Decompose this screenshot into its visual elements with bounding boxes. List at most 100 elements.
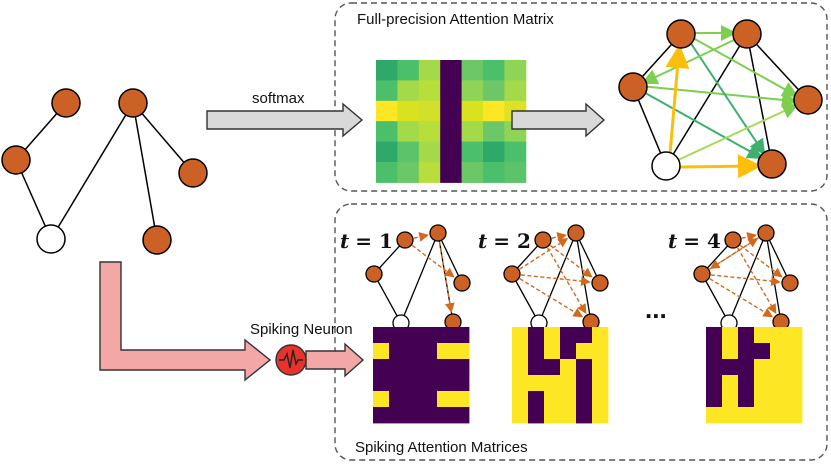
spike-cell	[722, 343, 739, 360]
spike-cell	[576, 359, 593, 376]
spike-cell	[544, 407, 561, 424]
heatmap-cell	[504, 60, 527, 81]
spike-cell	[560, 391, 577, 408]
graph-node	[534, 231, 552, 249]
heatmap-cell	[461, 141, 484, 163]
spike-cell	[738, 391, 755, 408]
spike-cell	[405, 327, 422, 344]
heatmap-cell	[397, 60, 420, 81]
spike-cell	[421, 391, 438, 408]
heatmap-cell	[461, 162, 484, 183]
spike-cell	[421, 375, 438, 392]
top-panel	[334, 2, 828, 192]
graph-node	[51, 88, 81, 118]
heatmap-cell	[483, 141, 505, 163]
graph-node	[793, 85, 823, 115]
heatmap-cell	[483, 162, 505, 183]
spike-cell	[373, 407, 390, 424]
spike-cell	[453, 407, 470, 424]
heatmap-cell	[397, 162, 420, 183]
spike-cell	[373, 359, 390, 376]
spike-cell	[770, 359, 787, 376]
graph-node-query	[651, 151, 681, 181]
spike-cell	[560, 343, 577, 360]
spike-cell	[592, 407, 609, 424]
spike-cell	[453, 327, 470, 344]
spike-matrix-t1	[373, 327, 470, 424]
spike-cell	[437, 327, 454, 344]
spike-cell	[738, 343, 755, 360]
spike-cell	[722, 327, 739, 344]
graph-node	[567, 224, 585, 242]
timestep-label-4: t= 4	[668, 229, 721, 253]
heatmap-cell	[461, 80, 484, 102]
graph-node-query	[36, 224, 66, 254]
spike-cell	[592, 359, 609, 376]
heatmap-cell	[461, 121, 484, 143]
heatmap-cell	[418, 141, 441, 163]
spike-cell	[528, 327, 545, 344]
spike-cell	[405, 359, 422, 376]
output-arrow	[511, 102, 606, 138]
spike-cell	[770, 327, 787, 344]
spike-cell	[512, 375, 529, 392]
spike-cell	[722, 407, 739, 424]
graph-node	[396, 231, 414, 249]
heatmap-cell	[376, 60, 398, 81]
heatmap-cell	[397, 100, 420, 122]
spike-cell	[786, 343, 803, 360]
heatmap-cell	[397, 121, 420, 143]
heatmap-cell	[376, 121, 398, 143]
spike-cell	[560, 359, 577, 376]
spike-cell	[722, 359, 739, 376]
heatmap-cell	[440, 60, 463, 81]
spike-cell	[706, 407, 723, 424]
spike-cell	[544, 375, 561, 392]
spike-cell	[592, 343, 609, 360]
spike-cell	[528, 375, 545, 392]
spike-cell	[738, 407, 755, 424]
heatmap-cell	[483, 60, 505, 81]
heatmap-cell	[483, 121, 505, 143]
spike-cell	[421, 407, 438, 424]
attention-heatmap	[376, 60, 527, 183]
graph-node	[757, 224, 775, 242]
graph-node	[666, 19, 696, 49]
top-panel-title: Full-precision Attention Matrix	[357, 11, 554, 28]
spiking-graph-t4	[693, 224, 799, 332]
heatmap-cell	[397, 141, 420, 163]
spike-cell	[560, 327, 577, 344]
spike-cell	[528, 391, 545, 408]
spike-cell	[373, 343, 390, 360]
heatmap-cell	[418, 162, 441, 183]
heatmap-cell	[504, 80, 527, 102]
graph-node	[724, 231, 742, 249]
spike-cell	[770, 375, 787, 392]
spike-cell	[437, 407, 454, 424]
spike-cell	[786, 359, 803, 376]
heatmap-cell	[504, 162, 527, 183]
spike-cell	[722, 391, 739, 408]
spike-cell	[722, 375, 739, 392]
spike-cell	[389, 343, 406, 360]
heatmap-cell	[376, 162, 398, 183]
spike-cell	[528, 359, 545, 376]
spike-matrix-t4	[706, 327, 803, 424]
graph-node	[503, 265, 521, 283]
spike-cell	[706, 375, 723, 392]
spike-cell	[592, 375, 609, 392]
spike-cell	[576, 375, 593, 392]
spike-cell	[528, 343, 545, 360]
graph-node	[118, 88, 148, 118]
spike-cell	[512, 391, 529, 408]
spike-cell	[437, 375, 454, 392]
spike-cell	[754, 407, 771, 424]
spike-cell	[706, 359, 723, 376]
spike-cell	[389, 407, 406, 424]
spike-cell	[786, 407, 803, 424]
attention-graph	[618, 19, 823, 181]
graph-node	[781, 274, 799, 292]
heatmap-cell	[461, 60, 484, 81]
heatmap-cell	[376, 100, 398, 122]
